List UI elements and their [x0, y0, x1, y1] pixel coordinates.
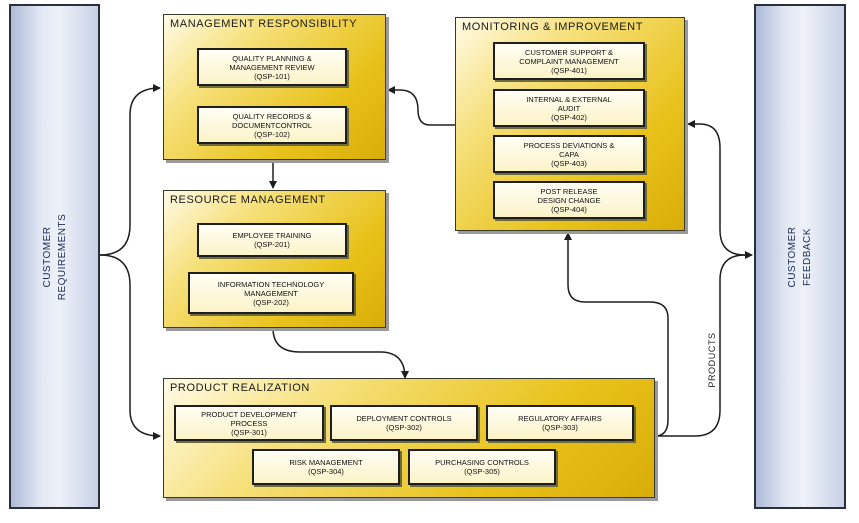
qsp-101-box[interactable]: QUALITY PLANNING & MANAGEMENT REVIEW (QS… — [197, 48, 347, 86]
management-responsibility-title: MANAGEMENT RESPONSIBILITY — [170, 18, 358, 30]
arrow-requirements-to-management — [99, 84, 161, 256]
arrow-product-to-feedback — [655, 251, 753, 437]
qsp-304-box[interactable]: RISK MANAGEMENT (QSP-304) — [252, 449, 400, 485]
customer-requirements-label: CUSTOMER REQUIREMENTS — [41, 213, 68, 300]
monitoring-improvement-title: MONITORING & IMPROVEMENT — [462, 21, 644, 33]
qsp-201-box[interactable]: EMPLOYEE TRAINING (QSP-201) — [197, 223, 347, 257]
arrow-feedback-to-monitoring — [687, 120, 746, 256]
customer-feedback-label: CUSTOMER FEEDBACK — [787, 225, 813, 288]
qsp-302-box[interactable]: DEPLOYMENT CONTROLS (QSP-302) — [330, 405, 478, 441]
qsp-402-box[interactable]: INTERNAL & EXTERNAL AUDIT (QSP-402) — [493, 89, 645, 127]
arrow-resource-to-product — [272, 327, 409, 379]
product-realization-title: PRODUCT REALIZATION — [170, 382, 310, 394]
qsp-401-box[interactable]: CUSTOMER SUPPORT & COMPLAINT MANAGEMENT … — [493, 42, 645, 80]
qsp-404-box[interactable]: POST RELEASE DESIGN CHANGE (QSP-404) — [493, 181, 645, 219]
qsp-102-box[interactable]: QUALITY RECORDS & DOCUMENTCONTROL (QSP-1… — [197, 106, 347, 144]
qsp-303-box[interactable]: REGULATORY AFFAIRS (QSP-303) — [486, 405, 634, 441]
arrow-monitoring-to-management — [387, 86, 455, 126]
arrow-product-to-monitoring — [564, 232, 669, 437]
customer-feedback-bar: CUSTOMER FEEDBACK — [754, 4, 846, 509]
arrow-requirements-to-product — [99, 254, 161, 440]
qsp-202-box[interactable]: INFORMATION TECHNOLOGY MANAGEMENT (QSP-2… — [188, 272, 354, 314]
monitoring-improvement-panel: MONITORING & IMPROVEMENT CUSTOMER SUPPOR… — [455, 17, 685, 231]
customer-requirements-bar: CUSTOMER REQUIREMENTS — [9, 4, 100, 509]
qsp-301-box[interactable]: PRODUCT DEVELOPMENT PROCESS (QSP-301) — [174, 405, 324, 441]
product-realization-panel: PRODUCT REALIZATION PRODUCT DEVELOPMENT … — [163, 378, 655, 498]
resource-management-panel: RESOURCE MANAGEMENT EMPLOYEE TRAINING (Q… — [163, 190, 386, 328]
resource-management-title: RESOURCE MANAGEMENT — [170, 194, 326, 206]
qsp-305-box[interactable]: PURCHASING CONTROLS (QSP-305) — [408, 449, 556, 485]
products-label: PRODUCTS — [707, 332, 717, 388]
management-responsibility-panel: MANAGEMENT RESPONSIBILITY QUALITY PLANNI… — [163, 14, 386, 160]
qsp-403-box[interactable]: PROCESS DEVIATIONS & CAPA (QSP-403) — [493, 135, 645, 173]
